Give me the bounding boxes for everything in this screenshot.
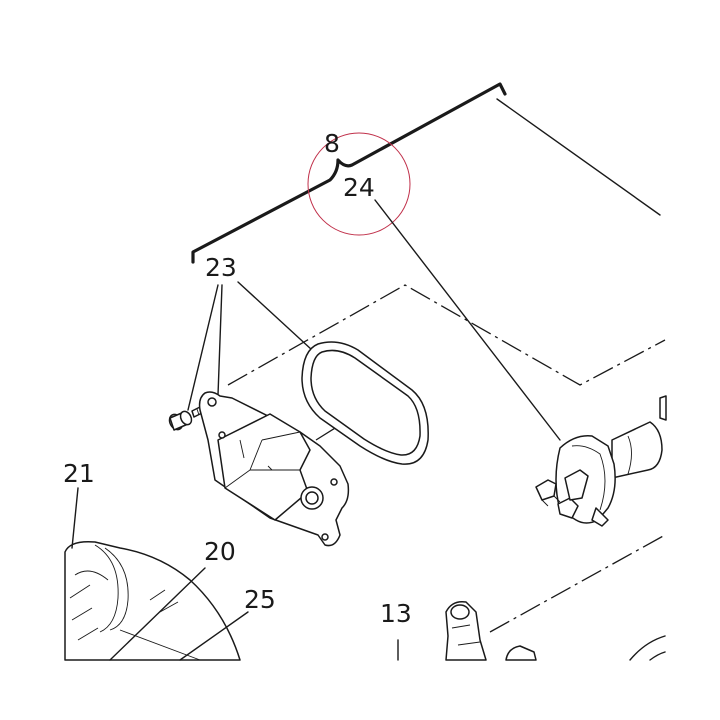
leader-25 [179, 611, 249, 661]
leader-24 [374, 199, 561, 441]
callout-21: 21 [63, 459, 95, 488]
leader-23-screw [187, 284, 219, 411]
callout-8: 8 [324, 129, 340, 158]
headlight-shell-part [64, 540, 241, 661]
bulb-part [535, 395, 667, 527]
edge-part-right [629, 635, 666, 661]
highlight-circle-24 [307, 132, 411, 236]
callout-23: 23 [205, 253, 237, 282]
gasket-part [301, 341, 429, 465]
cover-part [198, 391, 350, 547]
leader-20 [109, 567, 206, 661]
group-bracket-8 [191, 82, 507, 264]
callout-13: 13 [380, 599, 412, 628]
alignment-line-upper [227, 284, 666, 386]
callout-24: 24 [343, 173, 375, 202]
alignment-line-lower [489, 534, 666, 633]
leader-8-right [496, 98, 661, 216]
callout-25: 25 [244, 585, 276, 614]
leader-23-cover [217, 284, 223, 396]
callout-20: 20 [204, 537, 236, 566]
mount-bracket-part [445, 600, 537, 661]
leader-23-gasket [237, 281, 313, 351]
leader-21 [71, 487, 79, 549]
